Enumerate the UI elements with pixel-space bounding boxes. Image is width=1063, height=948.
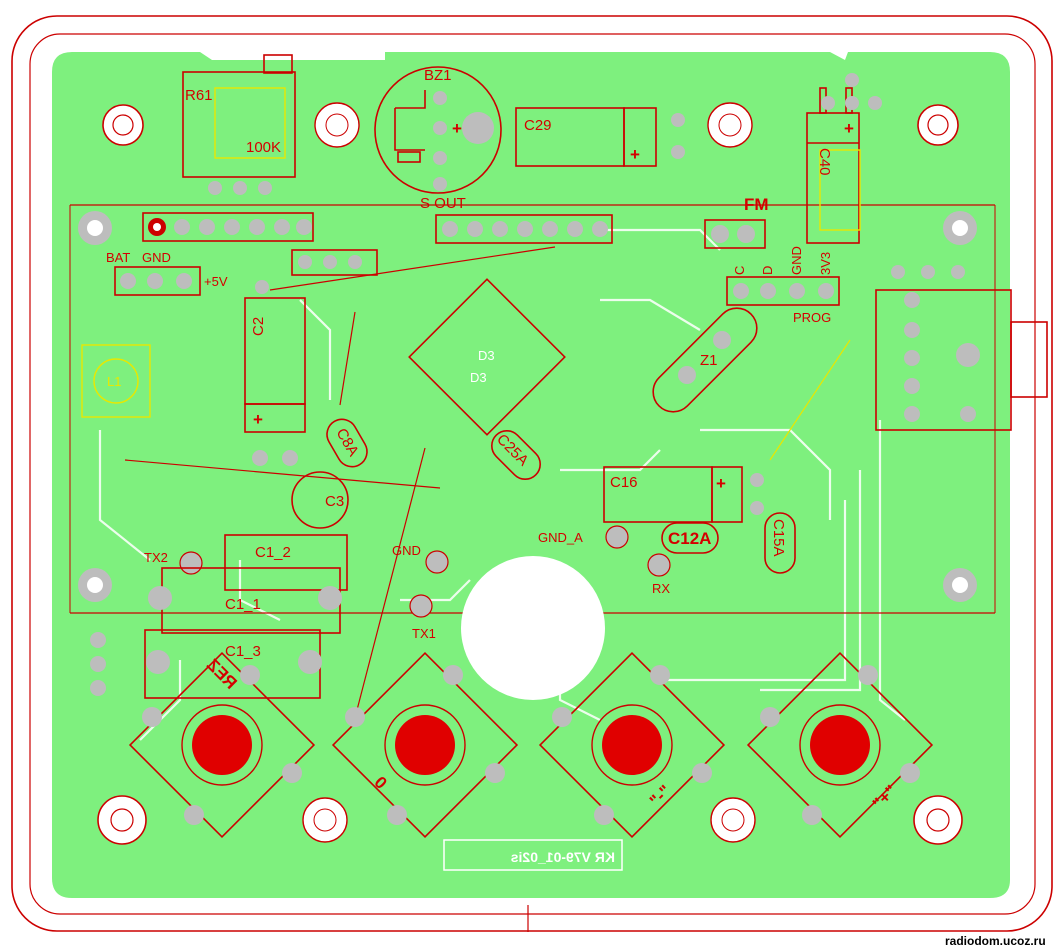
gnd-mid-label: GND [392, 543, 421, 558]
tx1-label: TX1 [412, 626, 436, 641]
c16-plus: + [716, 474, 726, 493]
c29-label: C29 [524, 117, 552, 134]
mounting-holes [78, 102, 977, 845]
jumper-wires [124, 246, 851, 711]
prog-header [726, 276, 840, 306]
top-left-header [142, 212, 378, 276]
watermark-box [940, 934, 1063, 948]
c16-capacitor [603, 466, 764, 523]
usb-connector [875, 265, 1048, 431]
c40-capacitor [806, 73, 882, 244]
c1-capacitors [90, 534, 348, 699]
bz1-buzzer [374, 66, 502, 194]
plus5v-label: +5V [204, 274, 228, 289]
r61-trimmer [182, 54, 296, 195]
rx-label: RX [652, 581, 670, 596]
z1-label: Z1 [700, 352, 718, 369]
c15a-capacitor [764, 512, 796, 574]
l1-label: L1 [107, 374, 121, 389]
tx2-label: TX2 [144, 550, 168, 565]
c15a-label: C15A [770, 519, 787, 557]
v3-pin-label: 3V3 [818, 252, 833, 275]
c-pin-label: C [732, 266, 747, 275]
copper-pour [52, 52, 1010, 898]
c1-2-label: C1_2 [255, 544, 291, 561]
version-label: KR V79-01_02is [510, 849, 615, 865]
c29-capacitor [515, 107, 685, 167]
gnd-a-label: GND_A [538, 530, 583, 545]
c1-1-label: C1_1 [225, 596, 261, 613]
c2-plus: + [253, 410, 263, 429]
gnd-top-label: GND [142, 250, 171, 265]
c2-capacitor [244, 280, 306, 466]
c25a-capacitor [491, 430, 541, 480]
fm-connector [704, 219, 766, 249]
tact-button-zero[interactable] [331, 651, 519, 839]
center-cutout [461, 556, 605, 700]
l1-inductor [81, 344, 151, 418]
r61-label: R61 [185, 87, 213, 104]
d3-chip: D3 [408, 278, 566, 436]
z1-crystal [652, 307, 758, 413]
tact-button-plus[interactable] [746, 651, 934, 839]
c40-plus: + [844, 119, 854, 138]
battery-header [114, 266, 201, 296]
c3-capacitor [291, 471, 349, 529]
s-out-label: S OUT [420, 195, 466, 212]
c16-label: C16 [610, 474, 638, 491]
c3-label: C3 [325, 493, 344, 510]
c8a-capacitor [326, 418, 368, 468]
c2-label: C2 [250, 317, 267, 336]
tact-button-minus[interactable] [538, 651, 726, 839]
bat-label: BAT [106, 250, 130, 265]
k100-label: 100K [246, 139, 281, 156]
svg-text:D3: D3 [478, 348, 495, 363]
version-label-box [443, 839, 623, 871]
tact-button-rez[interactable] [128, 651, 316, 839]
enclosure-inner [29, 33, 1036, 915]
c29-plus: + [630, 145, 640, 164]
c40-label: C40 [816, 148, 833, 176]
bz1-label: BZ1 [424, 67, 452, 84]
fm-label: FM [744, 195, 769, 214]
d-pin-label: D [760, 266, 775, 275]
c12a-capacitor [661, 522, 719, 554]
d3-label: D3 [470, 370, 487, 385]
watermark: radiodom.ucoz.ru [945, 934, 1046, 948]
bz1-plus: + [452, 119, 462, 138]
prog-label: PROG [793, 310, 831, 325]
c12a-label: C12A [668, 529, 711, 548]
gnd-pin-label: GND [789, 246, 804, 275]
s-out-header [435, 214, 613, 244]
c1-3-label: C1_3 [225, 643, 261, 660]
